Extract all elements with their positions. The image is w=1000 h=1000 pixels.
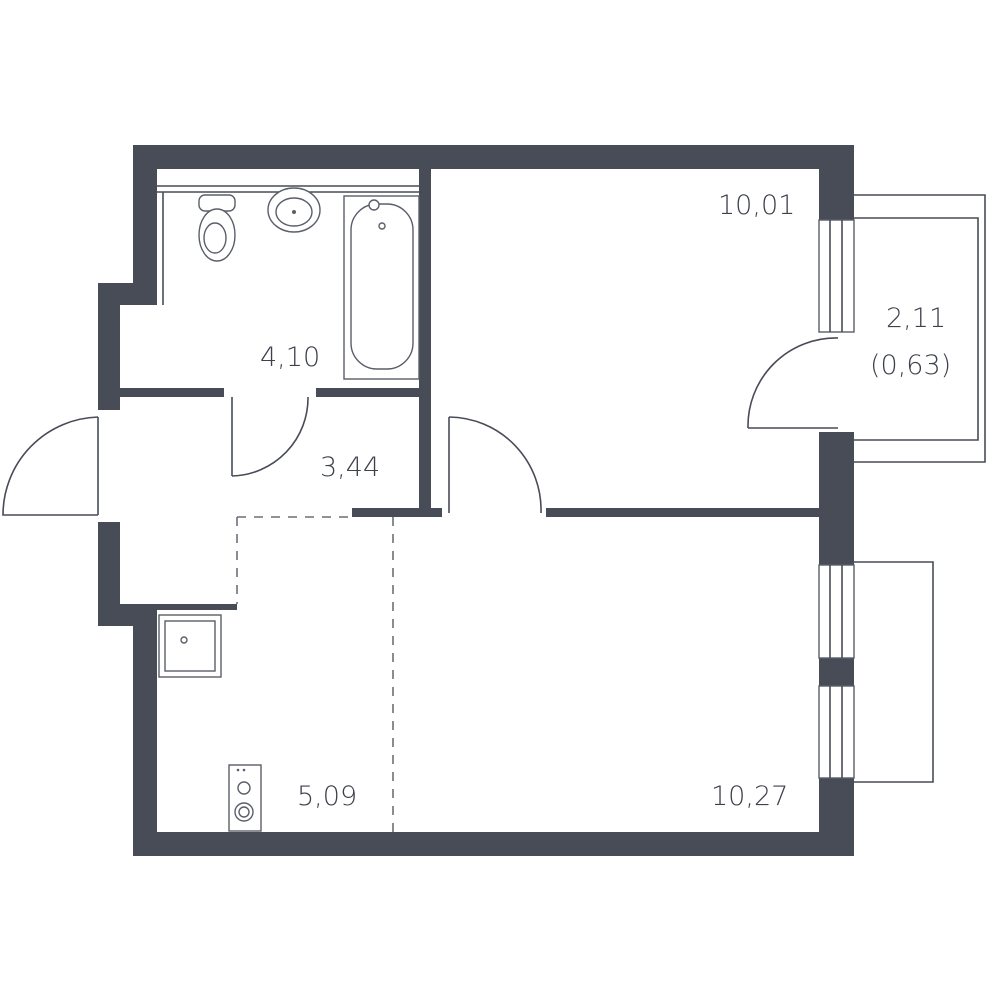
- area-label-hallway: 3,44: [320, 452, 380, 483]
- area-label-balcony: 2,11: [886, 303, 946, 334]
- bay-frame: [854, 561, 934, 783]
- living-window-upper: [818, 564, 855, 659]
- entrance-door: [2, 416, 99, 516]
- area-label-kitchen: 5,09: [297, 781, 357, 812]
- kitchen-sink-icon: [158, 614, 222, 678]
- bedroom-window: [818, 219, 855, 333]
- area-label-living-room: 10,27: [711, 781, 788, 812]
- bathroom-door: [231, 396, 309, 477]
- walls: [98, 145, 854, 856]
- area-label-balcony-reduced: (0,63): [870, 350, 951, 381]
- balcony: [854, 194, 986, 463]
- toilet-icon: [198, 194, 236, 262]
- zone-separators: [236, 516, 394, 832]
- balcony-door: [747, 337, 839, 429]
- sink-icon: [267, 187, 321, 233]
- bathtub-icon: [343, 195, 420, 380]
- stove-icon: [228, 764, 262, 832]
- area-labels: 4,10 3,44 10,01 2,11 (0,63) 5,09 10,27: [260, 190, 951, 812]
- doors: [2, 337, 839, 516]
- area-label-bedroom: 10,01: [718, 190, 795, 221]
- bedroom-door: [448, 416, 542, 514]
- living-window-lower: [818, 685, 855, 779]
- windows: [818, 219, 855, 779]
- area-label-bathroom: 4,10: [260, 342, 320, 373]
